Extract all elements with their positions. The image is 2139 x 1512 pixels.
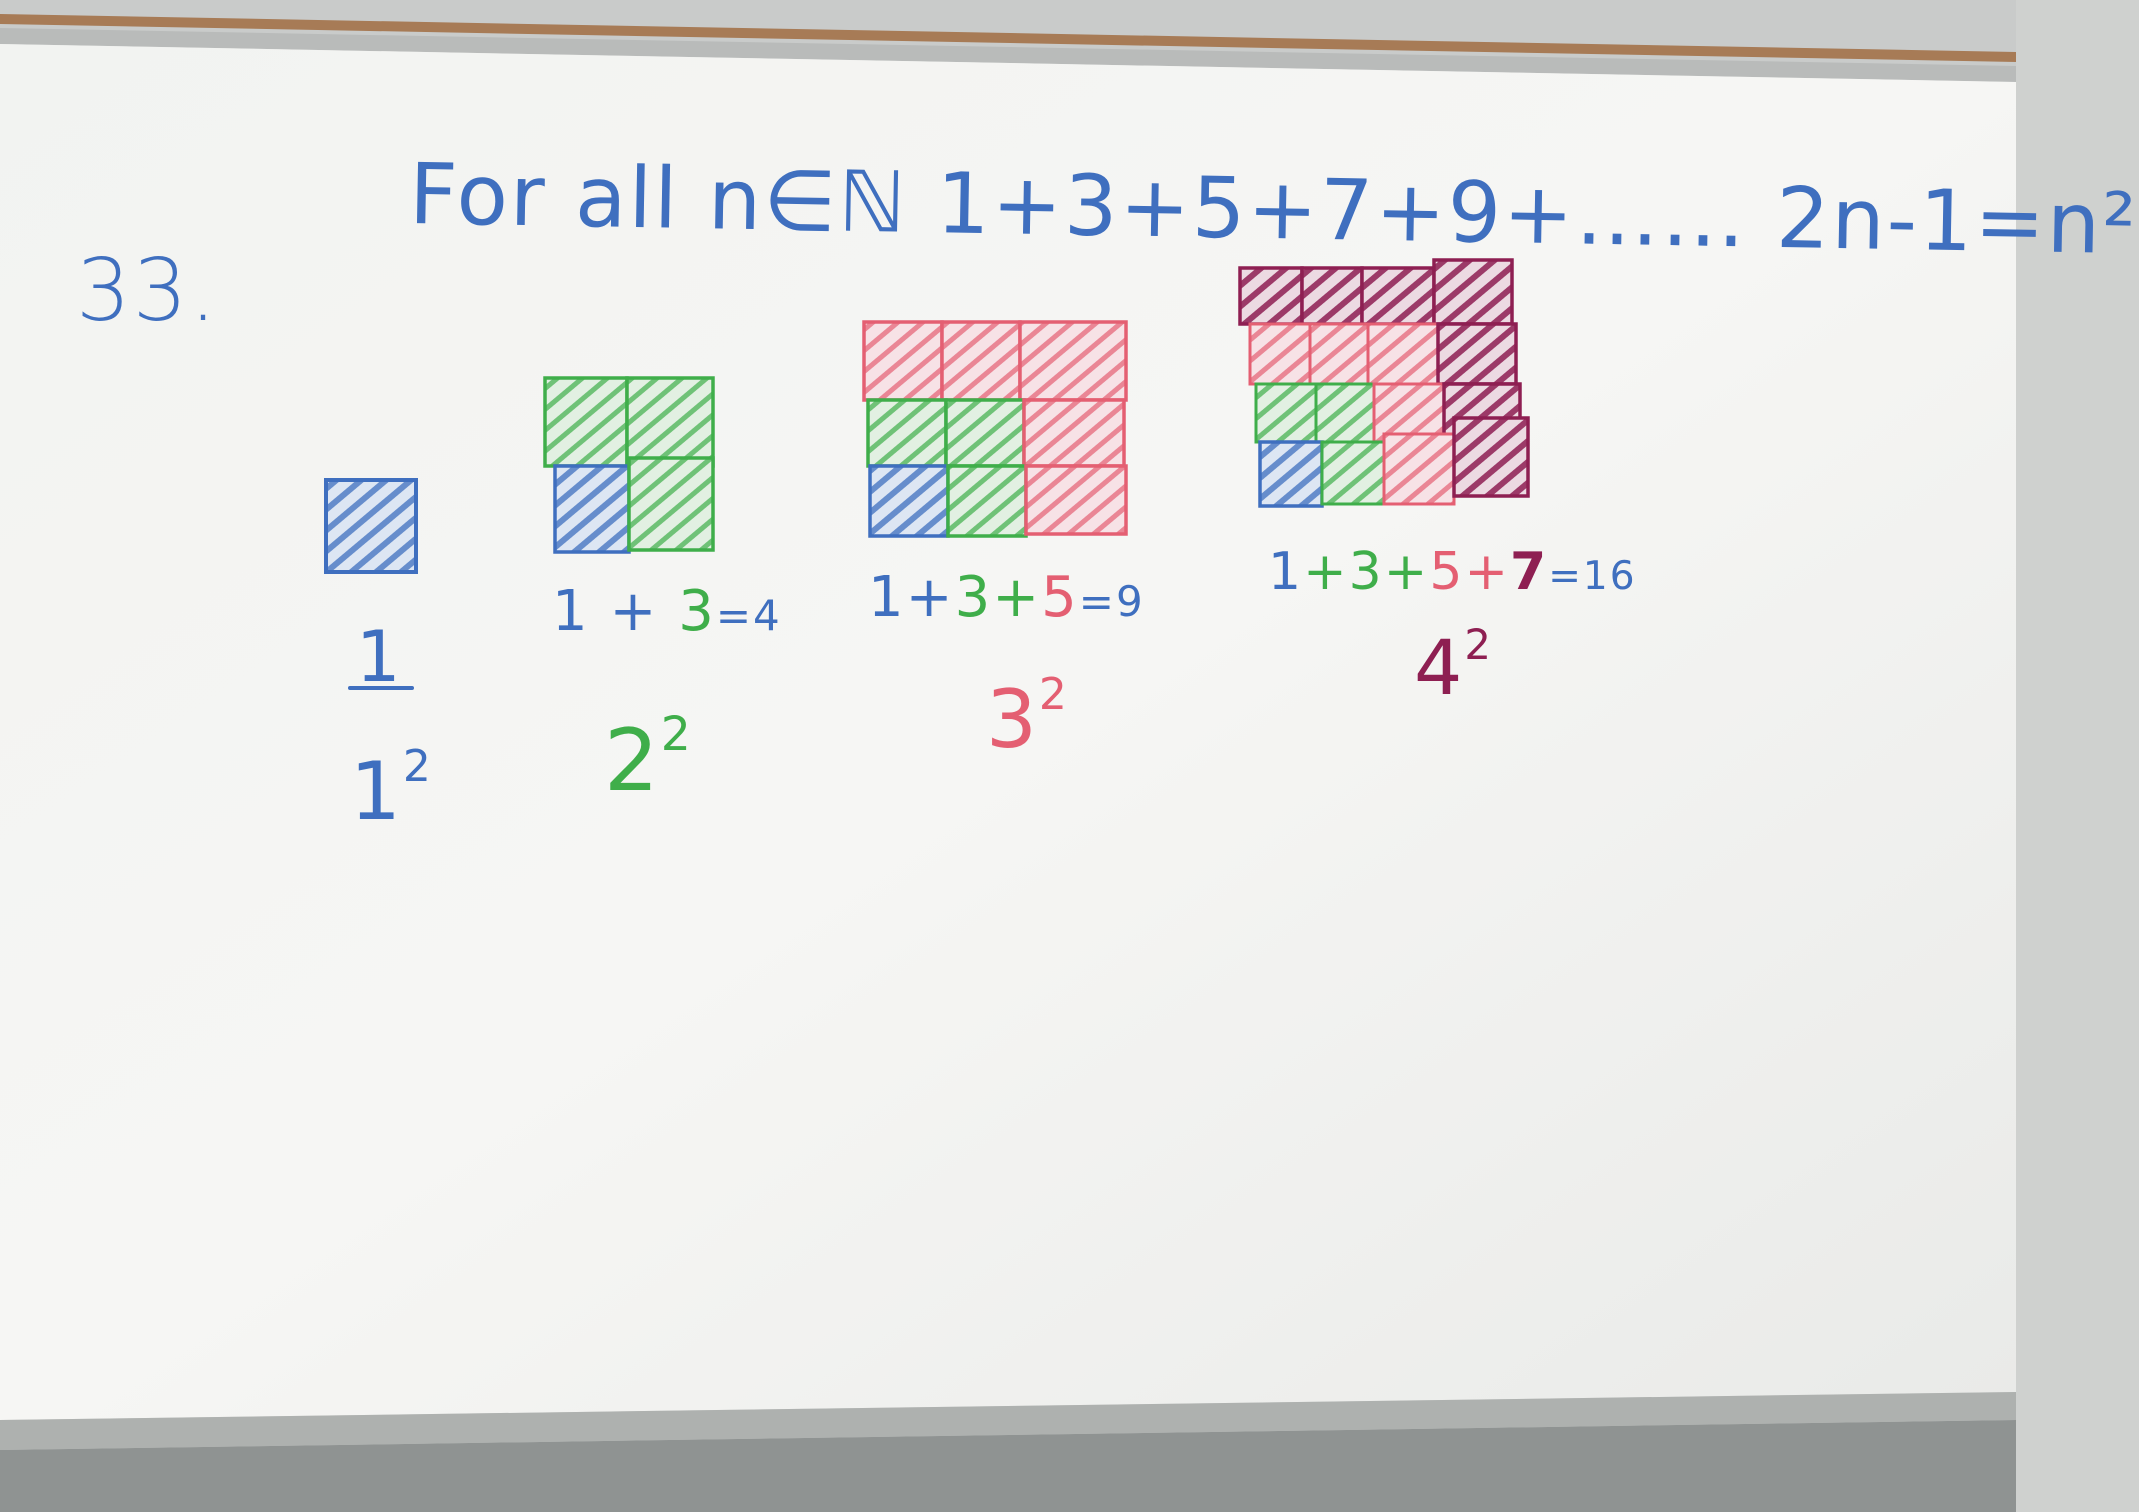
sum-term: 5 <box>1041 565 1079 630</box>
square-label-n4: 42 <box>1414 623 1493 706</box>
cell-green <box>866 398 948 468</box>
square-exponent: 2 <box>660 706 693 762</box>
cell-pink <box>1308 322 1370 386</box>
sum-label-n4: 1+3+5+7=16 <box>1268 546 1637 598</box>
square-exponent: 2 <box>1464 619 1493 669</box>
whiteboard-photo <box>0 0 2016 1512</box>
cell-maroon <box>1238 266 1304 326</box>
square-label-n3: 32 <box>986 673 1069 760</box>
cell-blue <box>324 478 418 574</box>
sum-term: + <box>1464 542 1511 602</box>
cell-pink <box>862 320 944 402</box>
square-base: 2 <box>604 711 661 811</box>
sum-term: + <box>905 565 955 630</box>
cell-green <box>946 464 1028 538</box>
problem-number: 33. <box>76 241 219 341</box>
cell-green <box>627 456 715 552</box>
sum-term: =16 <box>1548 554 1637 599</box>
cell-maroon <box>1300 266 1364 326</box>
wood-trim <box>0 14 2016 62</box>
grid-n2 <box>543 376 715 554</box>
sum-term: 1 <box>552 579 590 644</box>
sum-label-n3: 1+3+5=9 <box>868 570 1145 626</box>
cell-pink <box>1248 322 1312 386</box>
cell-pink <box>1382 432 1456 506</box>
square-exponent: 2 <box>1038 669 1069 721</box>
grid-n1 <box>324 478 418 574</box>
cell-pink <box>1372 382 1446 444</box>
square-exponent: 2 <box>402 741 433 793</box>
square-base: 1 <box>350 745 403 838</box>
sum-term: 1 <box>868 565 906 630</box>
cell-blue <box>1258 440 1324 508</box>
cell-green <box>1320 440 1386 506</box>
sum-term: + <box>1383 542 1430 602</box>
cell-green <box>1254 382 1318 444</box>
sum-term: + <box>1303 542 1349 602</box>
sum-label-n1: 1 <box>356 616 403 698</box>
sum-term: 5 <box>1429 542 1465 602</box>
marker-tray <box>0 1392 2016 1450</box>
tray-shadow <box>0 1420 2016 1512</box>
sum-term: =9 <box>1078 577 1145 626</box>
sum-term: 3 <box>678 579 716 644</box>
metal-rail <box>0 28 2016 82</box>
sum-term: + <box>992 565 1042 630</box>
cell-pink <box>1022 398 1126 468</box>
sum-term: + <box>609 579 659 644</box>
square-label-n1: 12 <box>350 745 433 832</box>
square-base: 3 <box>986 673 1039 766</box>
cell-maroon <box>1360 266 1436 326</box>
cell-pink <box>1024 464 1128 536</box>
cell-maroon <box>1436 322 1518 386</box>
cell-pink <box>1018 320 1128 402</box>
cell-green <box>944 398 1026 468</box>
cell-green <box>1314 382 1376 444</box>
cell-maroon <box>1452 416 1530 498</box>
cell-blue <box>868 464 950 538</box>
cell-green <box>543 376 629 468</box>
grid-n3 <box>862 320 1128 538</box>
cell-maroon <box>1432 258 1514 326</box>
cell-pink <box>940 320 1022 402</box>
sum-term: 7 <box>1510 542 1549 602</box>
grid-n4 <box>1238 258 1530 508</box>
cell-pink <box>1366 322 1440 386</box>
cell-green <box>625 376 715 468</box>
cell-blue <box>553 464 631 554</box>
sum-term: =4 <box>715 591 782 640</box>
sum-term: 3 <box>1348 542 1384 602</box>
sum-term: 1 <box>1268 542 1304 602</box>
sum-term: 3 <box>954 565 993 630</box>
square-base: 4 <box>1414 623 1465 712</box>
sum-label-n2: 1 + 3=4 <box>552 584 782 640</box>
square-label-n2: 22 <box>604 711 693 804</box>
